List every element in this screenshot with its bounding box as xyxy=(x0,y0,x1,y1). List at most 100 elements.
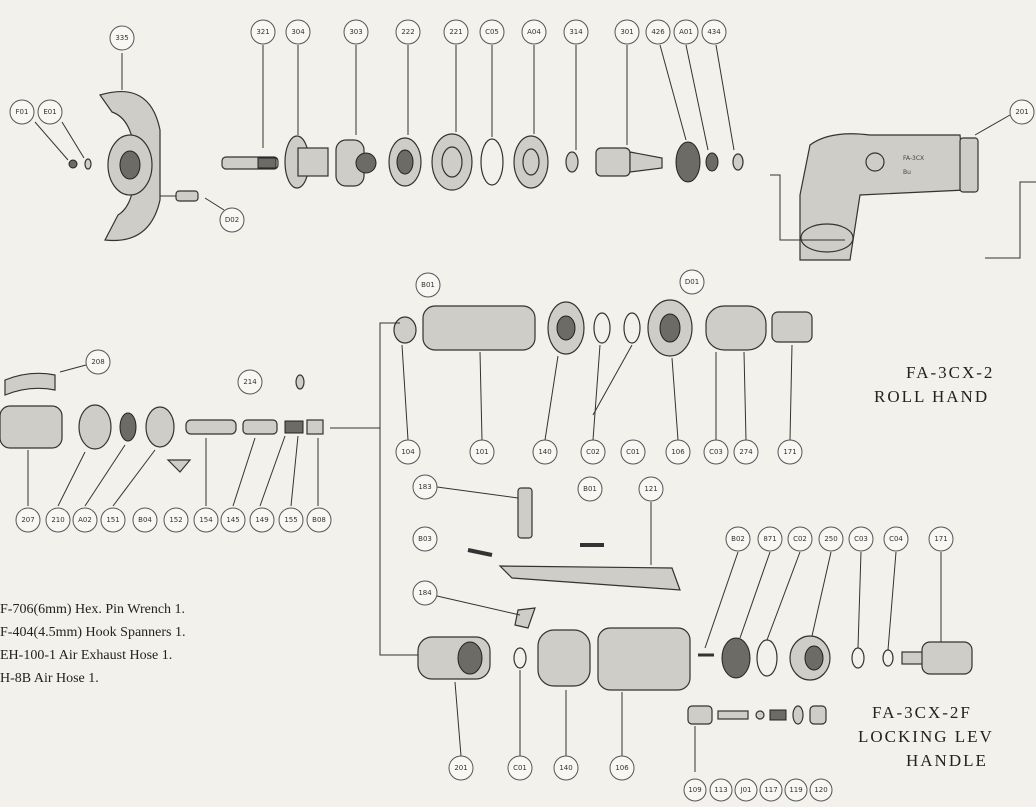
callout-145: 145 xyxy=(220,507,246,533)
callout-b08: B08 xyxy=(306,507,332,533)
locking-lever-name: LOCKING LEV xyxy=(858,727,994,746)
callout-871-label: 871 xyxy=(763,535,776,543)
part-c02-c01-orings xyxy=(593,312,641,344)
callout-171-roll: 171 xyxy=(777,439,803,465)
callout-155-label: 155 xyxy=(284,516,297,524)
callout-301: 301 xyxy=(614,19,640,45)
callout-109-label: 109 xyxy=(688,786,701,794)
callout-c03-roll: C03 xyxy=(703,439,729,465)
accessory-item: F-706(6mm) Hex. Pin Wrench 1. xyxy=(0,602,186,617)
part-303 xyxy=(335,139,377,187)
callout-154-label: 154 xyxy=(199,516,213,524)
callout-a01-label: A01 xyxy=(679,28,693,36)
callout-c04: C04 xyxy=(883,526,909,552)
callout-b08-label: B08 xyxy=(312,516,326,524)
housing-label-2: Bu xyxy=(903,169,911,176)
callout-303: 303 xyxy=(343,19,369,45)
part-222-bearing xyxy=(388,137,422,187)
callout-140-lock: 140 xyxy=(553,755,579,781)
callout-314-label: 314 xyxy=(569,28,583,36)
callout-c01-roll: C01 xyxy=(620,439,646,465)
part-109-120-small xyxy=(687,705,827,725)
callout-210: 210 xyxy=(45,507,71,533)
callout-117-label: 117 xyxy=(764,786,777,794)
callout-149: 149 xyxy=(249,507,275,533)
part-b02-871 xyxy=(698,637,778,679)
callout-d01-label: D01 xyxy=(685,278,699,286)
callout-222: 222 xyxy=(395,19,421,45)
callout-b04: B04 xyxy=(132,507,158,533)
callout-221-label: 221 xyxy=(449,28,462,36)
callout-c01-lock: C01 xyxy=(507,755,533,781)
callout-171-lock: 171 xyxy=(928,526,954,552)
callout-222-label: 222 xyxy=(401,28,414,36)
callout-d02: D02 xyxy=(219,207,245,233)
callout-104: 104 xyxy=(395,439,421,465)
part-c03-274 xyxy=(705,305,767,351)
callout-a02: A02 xyxy=(72,507,98,533)
callout-145-label: 145 xyxy=(226,516,239,524)
callout-106-lock-label: 106 xyxy=(615,764,629,772)
callout-f01: F01 xyxy=(9,99,35,125)
callout-140-roll: 140 xyxy=(532,439,558,465)
callout-101-label: 101 xyxy=(475,448,488,456)
callout-e01-label: E01 xyxy=(43,108,56,116)
callout-171-lock-label: 171 xyxy=(934,535,947,543)
callout-b04-label: B04 xyxy=(138,516,152,524)
part-221-gear xyxy=(431,133,473,191)
accessory-item: F-404(4.5mm) Hook Spanners 1. xyxy=(0,625,186,640)
callout-109: 109 xyxy=(683,778,707,802)
locking-lever-model: FA-3CX-2F xyxy=(872,703,972,722)
callout-301-label: 301 xyxy=(620,28,633,36)
callout-184: 184 xyxy=(412,580,438,606)
bracket-lines-top xyxy=(770,174,1036,259)
part-c05-oring xyxy=(480,138,504,186)
callout-c05-label: C05 xyxy=(485,28,499,36)
part-426-gear xyxy=(675,141,701,183)
callout-207-label: 207 xyxy=(21,516,34,524)
callout-e01: E01 xyxy=(37,99,63,125)
part-121-lever xyxy=(498,565,681,591)
callout-c01-roll-label: C01 xyxy=(626,448,640,456)
part-207 xyxy=(0,405,63,449)
callout-121: 121 xyxy=(638,476,664,502)
part-208-cap xyxy=(4,372,56,396)
callout-c02-roll-label: C02 xyxy=(586,448,600,456)
callout-154: 154 xyxy=(193,507,219,533)
callout-a02-label: A02 xyxy=(78,516,92,524)
callout-c02-lock-label: C02 xyxy=(793,535,807,543)
part-214-ring xyxy=(295,374,305,390)
callout-104-label: 104 xyxy=(401,448,415,456)
callout-201-label: 201 xyxy=(1015,108,1028,116)
leader-lines xyxy=(27,44,1011,772)
callout-274: 274 xyxy=(733,439,759,465)
callout-117: 117 xyxy=(759,778,783,802)
callout-151: 151 xyxy=(100,507,126,533)
callout-208: 208 xyxy=(85,349,111,375)
callout-201: 201 xyxy=(1009,99,1035,125)
part-304 xyxy=(284,135,329,189)
part-152-b04 xyxy=(166,459,192,473)
callout-314: 314 xyxy=(563,19,589,45)
callout-b01-roll-label: B01 xyxy=(421,281,435,289)
callout-121-label: 121 xyxy=(644,485,657,493)
roll-handle-model: FA-3CX-2 xyxy=(906,363,995,382)
callout-d02-label: D02 xyxy=(225,216,239,224)
accessory-item: H-8B Air Hose 1. xyxy=(0,671,99,686)
part-301-spindle xyxy=(595,147,663,177)
callout-201-lock: 201 xyxy=(448,755,474,781)
callout-151-label: 151 xyxy=(106,516,119,524)
part-184 xyxy=(514,607,536,629)
callout-b02: B02 xyxy=(725,526,751,552)
part-171b-fitting xyxy=(901,641,973,675)
callout-a04-label: A04 xyxy=(527,28,541,36)
callout-140-roll-label: 140 xyxy=(538,448,551,456)
callout-c04-label: C04 xyxy=(889,535,903,543)
callout-113: 113 xyxy=(709,778,733,802)
part-b03-spring xyxy=(467,548,493,557)
callout-201-lock-label: 201 xyxy=(454,764,467,772)
callout-a01: A01 xyxy=(673,19,699,45)
part-101-cylinder xyxy=(422,305,536,351)
